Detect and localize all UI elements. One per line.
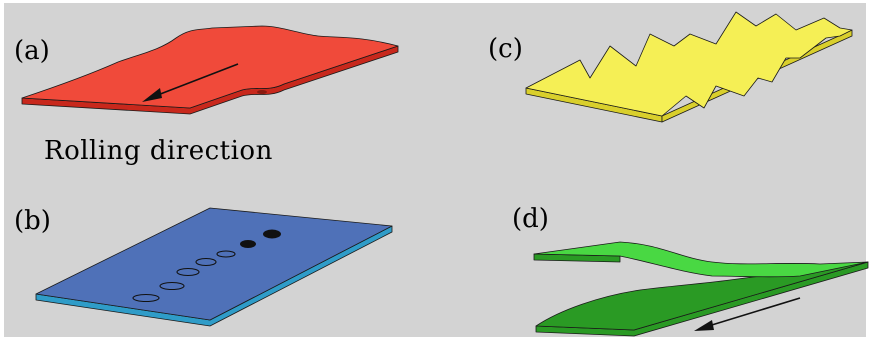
sheet-a-notch [257, 90, 267, 94]
sheet-d-lower-leaf [535, 261, 869, 331]
sheet-a-red-wavy [21, 25, 399, 115]
panel-label-a: (a) [14, 36, 50, 66]
sheet-a-top [21, 25, 399, 109]
rolling-direction-arrow-line [149, 63, 239, 99]
sheet-d-green-split [533, 241, 869, 337]
sheet-d-upper-leaf [533, 241, 869, 278]
void-hole [263, 229, 281, 239]
panel-label-b: (b) [14, 206, 51, 236]
panel-label-d: (d) [512, 204, 549, 234]
rolling-direction-caption: Rolling direction [44, 136, 273, 166]
void-hole [159, 281, 185, 291]
panel-label-c: (c) [488, 34, 523, 64]
void-hole [176, 267, 200, 277]
rolling-direction-arrowhead-d [694, 320, 714, 331]
sheet-c-yellow-notched [525, 11, 853, 123]
void-hole [195, 257, 217, 267]
sheet-c-top [525, 11, 853, 117]
rolling-direction-arrowhead [142, 88, 162, 102]
rolling-direction-arrow-line-d [701, 297, 801, 329]
sheet-b-blue-voids [35, 207, 393, 327]
void-holes [132, 229, 281, 303]
void-hole [216, 250, 236, 258]
void-hole [132, 293, 160, 303]
void-hole [240, 240, 256, 248]
